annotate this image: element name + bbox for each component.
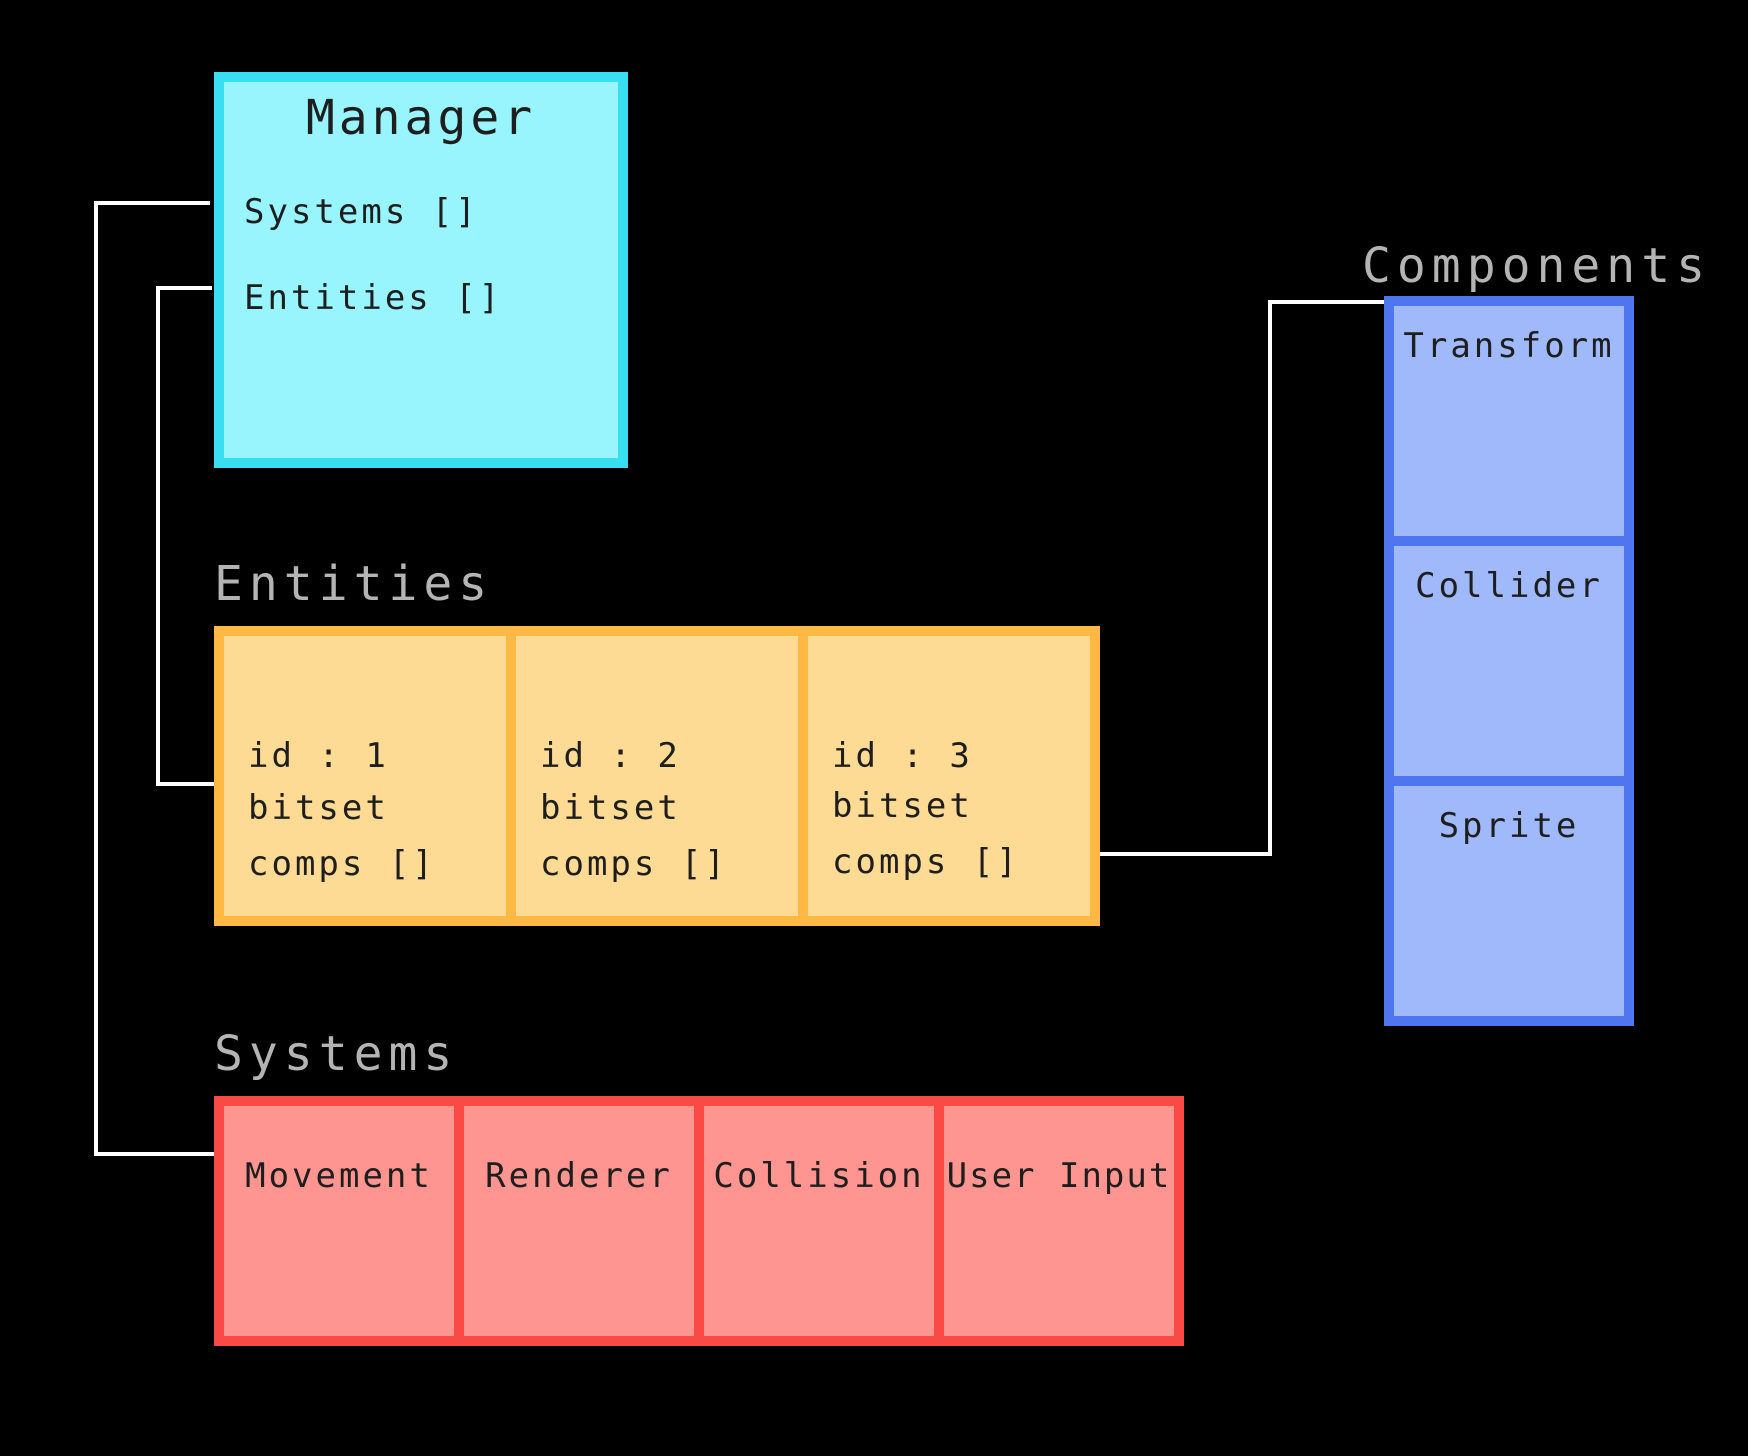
entity-bitset: bitset: [832, 786, 973, 826]
entity-id: id : 1: [248, 736, 389, 776]
component-label: Collider: [1415, 566, 1603, 606]
entity-comps: comps []: [832, 842, 1020, 882]
connector-entities-components-horizontal: [1100, 852, 1272, 856]
connector-manager-entities-top: [156, 286, 212, 290]
system-label: Renderer: [485, 1156, 673, 1196]
connector-manager-entities-vertical: [156, 286, 160, 786]
connector-entities-components-top: [1268, 300, 1384, 304]
system-cell-renderer: Renderer: [464, 1106, 694, 1336]
entity-id: id : 3: [832, 736, 973, 776]
system-cell-movement: Movement: [224, 1106, 454, 1336]
connector-manager-entities-bottom: [156, 782, 214, 786]
component-label: Transform: [1403, 326, 1615, 366]
connector-manager-systems-vertical: [94, 201, 98, 1156]
system-label: Movement: [245, 1156, 433, 1196]
component-cell-transform: Transform: [1394, 306, 1624, 536]
manager-title: Manager: [305, 90, 537, 146]
component-cell-collider: Collider: [1394, 546, 1624, 776]
entities-section-label: Entities: [214, 556, 494, 612]
entity-cell: id : 3 bitset comps []: [808, 636, 1090, 916]
system-cell-user-input: User Input: [944, 1106, 1174, 1336]
entity-bitset: bitset: [540, 788, 681, 828]
components-section-label: Components: [1362, 238, 1711, 294]
component-label: Sprite: [1438, 806, 1580, 846]
system-cell-collision: Collision: [704, 1106, 934, 1336]
system-label: Collision: [713, 1156, 925, 1196]
entity-comps: comps []: [248, 844, 436, 884]
connector-manager-systems-bottom: [94, 1152, 214, 1156]
system-label: User Input: [946, 1156, 1172, 1196]
entity-comps: comps []: [540, 844, 728, 884]
manager-entities-field: Entities []: [244, 278, 503, 318]
systems-array: Movement Renderer Collision User Input: [214, 1096, 1184, 1346]
connector-entities-components-vertical: [1268, 300, 1272, 856]
components-array: Transform Collider Sprite: [1384, 296, 1634, 1026]
entity-cell: id : 2 bitset comps []: [516, 636, 798, 916]
systems-section-label: Systems: [214, 1026, 459, 1082]
component-cell-sprite: Sprite: [1394, 786, 1624, 1016]
entities-array: id : 1 bitset comps [] id : 2 bitset com…: [214, 626, 1100, 926]
manager-box: Manager Systems [] Entities []: [214, 72, 628, 468]
manager-systems-field: Systems []: [244, 192, 479, 232]
connector-manager-systems-top: [94, 201, 210, 205]
entity-id: id : 2: [540, 736, 681, 776]
entity-cell: id : 1 bitset comps []: [224, 636, 506, 916]
entity-bitset: bitset: [248, 788, 389, 828]
